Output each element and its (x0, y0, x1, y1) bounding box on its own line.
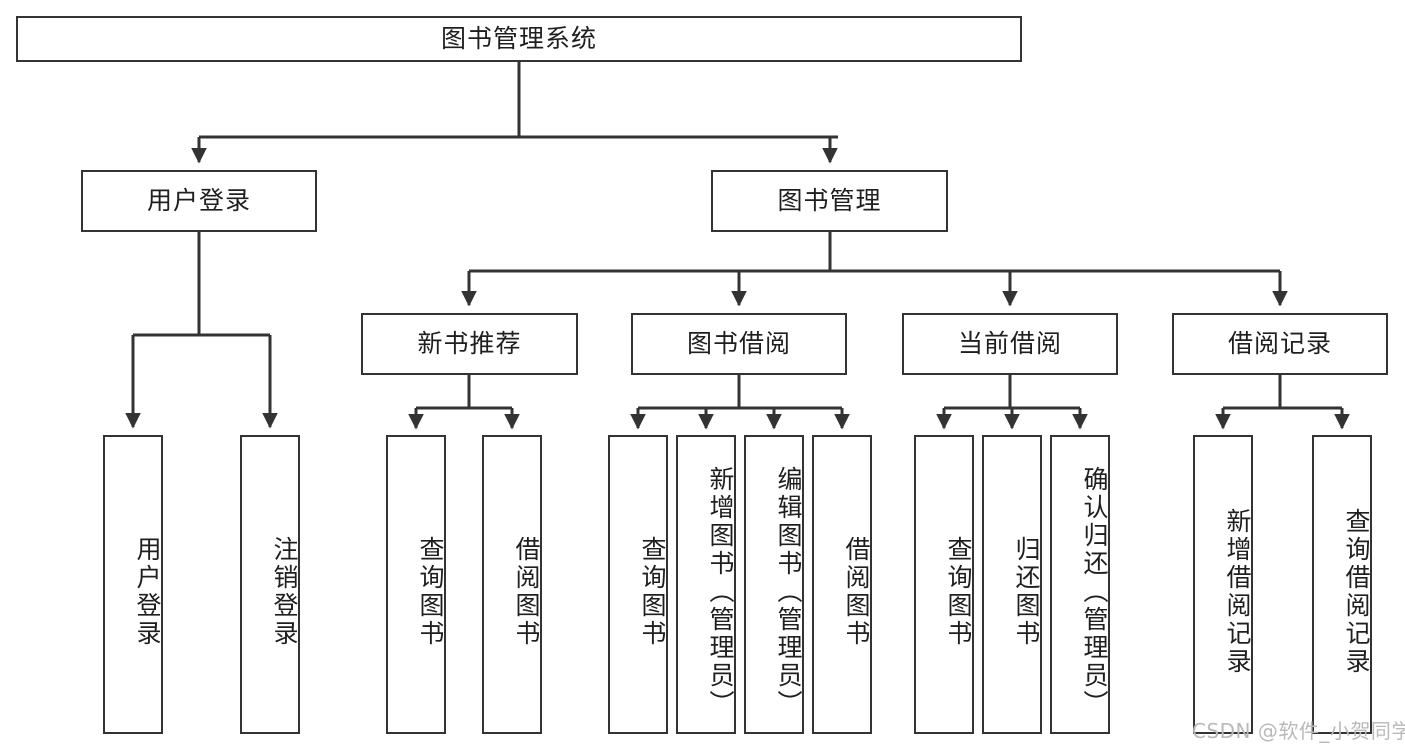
leaf-query-borrow-record[interactable]: 查询借阅记录 (1312, 435, 1372, 734)
node-book-borrow-label: 图书借阅 (686, 329, 791, 359)
leaf-query-borrow-record-label: 查询借阅记录 (1342, 507, 1371, 676)
leaf-query-book-borrow-label: 查询图书 (638, 535, 667, 648)
edge-book-borrow-to-leaves (630, 375, 850, 430)
node-book-management[interactable]: 图书管理 (711, 170, 948, 232)
node-user-login-label: 用户登录 (146, 186, 251, 216)
leaf-borrow-book-label: 借阅图书 (842, 535, 871, 648)
watermark-credit: CSDN @软件_小贺同学 (1192, 719, 1405, 743)
leaf-return-book[interactable]: 归还图书 (982, 435, 1042, 734)
edge-root-to-level2 (191, 62, 838, 164)
leaf-query-book-current-label: 查询图书 (944, 535, 973, 648)
leaf-confirm-return-label: 确认归还（管理员） (1080, 465, 1109, 718)
leaf-edit-book-label: 编辑图书（管理员） (774, 465, 803, 718)
node-current-borrow-label: 当前借阅 (957, 329, 1062, 359)
edge-current-borrow-to-leaves (936, 375, 1088, 430)
edge-new-book-recommend-to-leaves (408, 375, 520, 430)
leaf-logout-login-label: 注销登录 (270, 535, 299, 648)
edge-book-management-to-level3 (461, 232, 1288, 307)
node-root-label: 图书管理系统 (440, 24, 597, 54)
leaf-add-book-label: 新增图书（管理员） (706, 465, 735, 718)
leaf-return-book-label: 归还图书 (1012, 535, 1041, 648)
node-book-borrow[interactable]: 图书借阅 (631, 313, 847, 375)
leaf-borrow-book-recommend-label: 借阅图书 (512, 535, 541, 648)
node-book-management-label: 图书管理 (777, 186, 882, 216)
node-new-book-recommend[interactable]: 新书推荐 (361, 313, 578, 375)
leaf-query-book-current[interactable]: 查询图书 (914, 435, 974, 734)
leaf-borrow-book[interactable]: 借阅图书 (812, 435, 872, 734)
leaf-query-book-recommend[interactable]: 查询图书 (386, 435, 446, 734)
node-current-borrow[interactable]: 当前借阅 (902, 313, 1118, 375)
leaf-edit-book[interactable]: 编辑图书（管理员） (744, 435, 804, 734)
leaf-query-book-borrow[interactable]: 查询图书 (608, 435, 668, 734)
leaf-borrow-book-recommend[interactable]: 借阅图书 (482, 435, 542, 734)
leaf-logout-login[interactable]: 注销登录 (240, 435, 300, 734)
edge-borrow-record-to-leaves (1215, 375, 1350, 430)
leaf-confirm-return[interactable]: 确认归还（管理员） (1050, 435, 1110, 734)
leaf-user-login-label: 用户登录 (133, 535, 162, 648)
leaf-add-borrow-record[interactable]: 新增借阅记录 (1193, 435, 1253, 734)
node-user-login[interactable]: 用户登录 (81, 170, 317, 232)
leaf-user-login[interactable]: 用户登录 (103, 435, 163, 734)
node-root-system[interactable]: 图书管理系统 (16, 16, 1022, 62)
edge-user-login-to-leaves (125, 232, 278, 429)
node-new-book-recommend-label: 新书推荐 (417, 329, 522, 359)
leaf-add-borrow-record-label: 新增借阅记录 (1223, 507, 1252, 676)
node-borrow-record-label: 借阅记录 (1227, 329, 1332, 359)
leaf-add-book[interactable]: 新增图书（管理员） (676, 435, 736, 734)
node-borrow-record[interactable]: 借阅记录 (1172, 313, 1388, 375)
leaf-query-book-recommend-label: 查询图书 (416, 535, 445, 648)
